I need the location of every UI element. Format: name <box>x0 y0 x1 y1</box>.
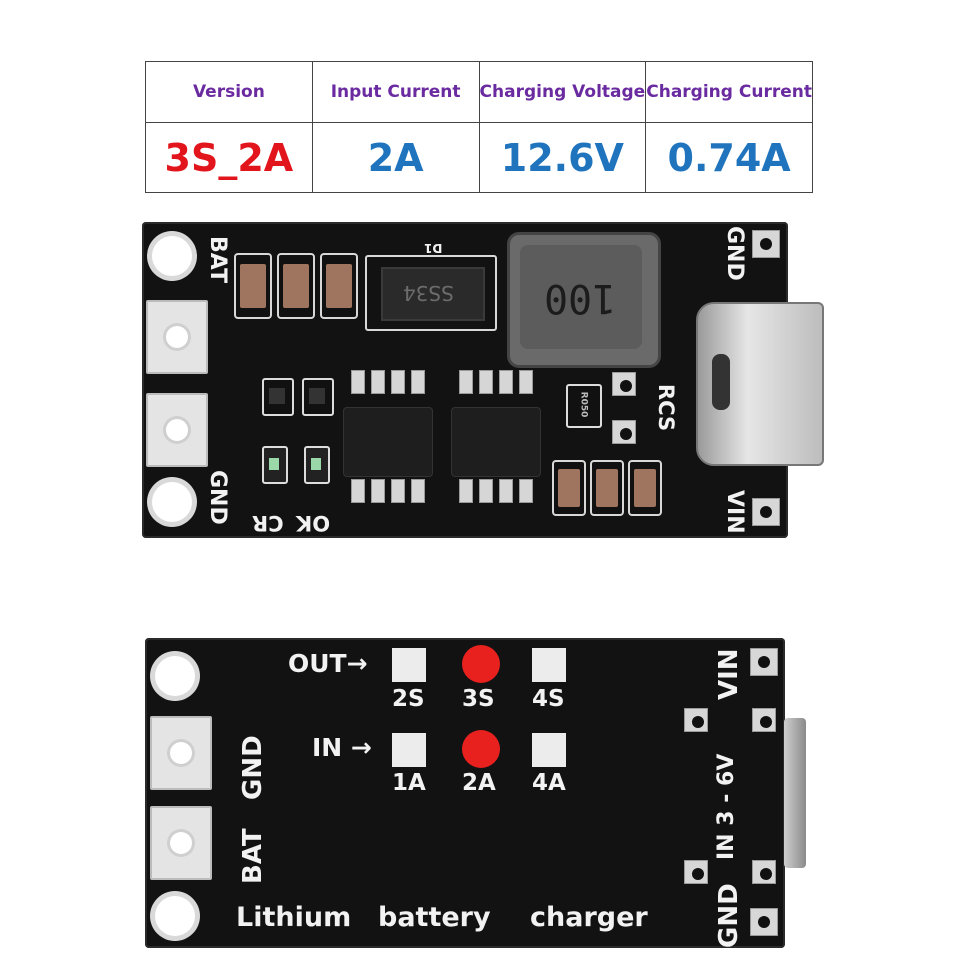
ic-pin <box>499 370 513 394</box>
solder-pad <box>612 420 636 444</box>
ic-chip <box>452 408 540 476</box>
out-option-4s: 4S <box>532 686 565 712</box>
mounting-hole-bottom-left <box>155 896 195 936</box>
ic-pin <box>391 370 405 394</box>
inductor-marking: 100 <box>544 275 617 321</box>
solder-pad <box>752 708 776 732</box>
board-title-battery: battery <box>378 902 491 933</box>
usb-type-c-connector <box>696 302 824 466</box>
gnd-pad <box>750 908 778 936</box>
ic-pin <box>371 370 385 394</box>
ic-pin <box>351 370 365 394</box>
out-option-2s: 2S <box>392 686 425 712</box>
gnd-label-left: GND <box>205 470 230 525</box>
out-option-3s: 3S <box>462 686 495 712</box>
jumper-selected-out-3s <box>462 645 500 683</box>
header-version: Version <box>145 61 313 123</box>
jumper-pad-out-4s <box>532 648 566 682</box>
header-charging-current: Charging Current <box>645 61 813 123</box>
sense-resistor: R050 <box>566 384 602 428</box>
solder-pad <box>612 372 636 396</box>
ic-chip <box>344 408 432 476</box>
value-charging-voltage: 12.6V <box>478 122 647 193</box>
gnd-terminal-pad <box>150 716 212 790</box>
capacitor <box>320 253 358 319</box>
in-option-4a: 4A <box>532 770 566 796</box>
ok-label: OK <box>296 511 331 535</box>
ic-pin <box>479 370 493 394</box>
mounting-hole-top-left <box>155 656 195 696</box>
gnd-label-right: GND <box>722 226 747 281</box>
led-ok <box>304 446 330 484</box>
out-label: OUT→ <box>288 649 368 678</box>
pcb-bottom-view <box>145 638 785 948</box>
ic-pin <box>479 479 493 503</box>
value-input-current: 2A <box>311 122 480 193</box>
ic-pin <box>411 479 425 503</box>
solder-pad <box>752 860 776 884</box>
vin-label: VIN <box>722 490 747 534</box>
gnd-pad-right <box>752 230 780 258</box>
bat-terminal-pad <box>146 300 208 374</box>
cr-label: CR <box>252 511 284 535</box>
board-title-lithium: Lithium <box>236 902 352 933</box>
header-input-current: Input Current <box>311 61 480 123</box>
usb-type-c-connector-edge <box>784 718 806 868</box>
value-version: 3S_2A <box>145 122 313 193</box>
diode-d1: SS34 <box>365 255 497 331</box>
solder-pad <box>684 860 708 884</box>
ic-pin <box>351 479 365 503</box>
in-label: IN → <box>312 733 372 762</box>
resistor <box>302 378 334 416</box>
capacitor <box>277 253 315 319</box>
gnd-terminal-pad <box>146 393 208 467</box>
vin-pad-right <box>752 498 780 526</box>
capacitor <box>628 460 662 516</box>
vin-label: VIN <box>714 648 744 700</box>
ic-pin <box>459 370 473 394</box>
diode-body: SS34 <box>381 267 485 321</box>
header-charging-voltage: Charging Voltage <box>478 61 647 123</box>
capacitor <box>234 253 272 319</box>
bat-label: BAT <box>205 236 230 284</box>
spec-table: Version Input Current Charging Voltage C… <box>145 61 813 193</box>
inductor-core: 100 <box>520 245 642 349</box>
jumper-pad-out-2s <box>392 648 426 682</box>
rcs-label: RCS <box>654 384 678 432</box>
gnd-label-left: GND <box>238 735 268 800</box>
value-charging-current: 0.74A <box>645 122 813 193</box>
resistor <box>262 378 294 416</box>
jumper-pad-in-1a <box>392 733 426 767</box>
ic-pin <box>519 479 533 503</box>
sense-resistor-marking: R050 <box>578 391 589 418</box>
in-option-2a: 2A <box>462 770 496 796</box>
led-cr <box>262 446 288 484</box>
mounting-hole-top-left <box>152 236 192 276</box>
jumper-pad-in-4a <box>532 733 566 767</box>
capacitor <box>590 460 624 516</box>
bat-label-left: BAT <box>238 828 268 884</box>
vin-pad <box>750 648 778 676</box>
ic-pin <box>519 370 533 394</box>
spec-table-header-row: Version Input Current Charging Voltage C… <box>145 61 813 123</box>
mounting-hole-bottom-left <box>152 482 192 522</box>
ic-pin <box>371 479 385 503</box>
in-option-1a: 1A <box>392 770 426 796</box>
solder-pad <box>684 708 708 732</box>
inductor: 100 <box>507 232 661 368</box>
ic-pin <box>459 479 473 503</box>
d1-label: D1 <box>424 241 443 255</box>
ic-pin <box>499 479 513 503</box>
ic-pin <box>411 370 425 394</box>
capacitor <box>552 460 586 516</box>
ic-pin <box>391 479 405 503</box>
jumper-selected-in-2a <box>462 730 500 768</box>
board-title-charger: charger <box>530 902 648 933</box>
spec-table-value-row: 3S_2A 2A 12.6V 0.74A <box>145 122 813 193</box>
bat-terminal-pad <box>150 806 212 880</box>
gnd-label-right: GND <box>714 883 744 948</box>
input-range-label: IN 3 - 6V <box>714 753 739 860</box>
diode-marking: SS34 <box>403 281 454 305</box>
